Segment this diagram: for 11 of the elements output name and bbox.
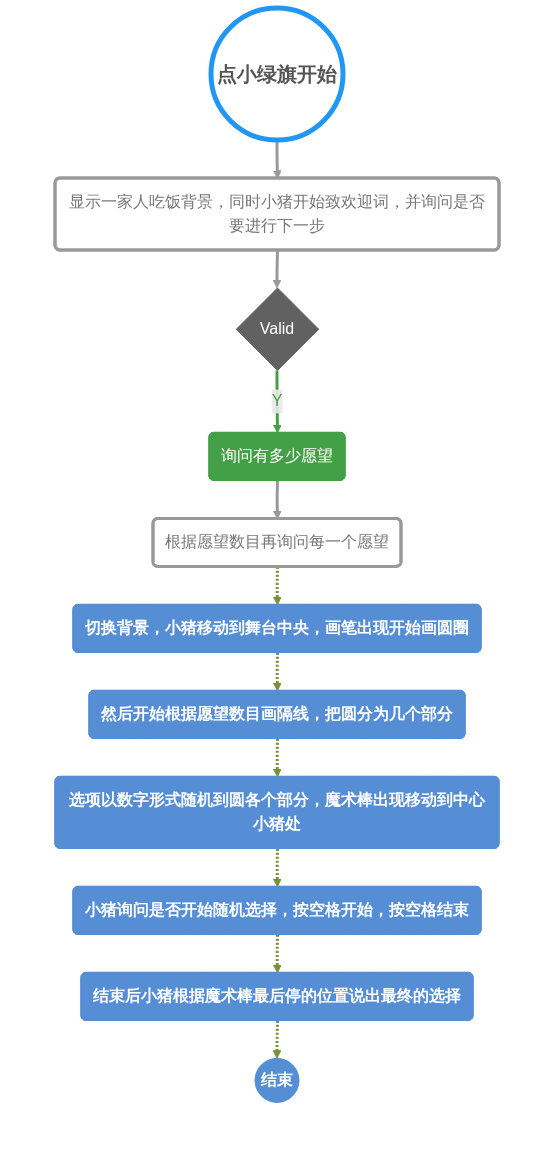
node-circle: 点小绿旗开始 [208,5,346,143]
arrow [272,848,282,888]
arrow [272,738,282,778]
arrow [272,652,282,692]
arrow [272,140,282,179]
edge-label: Y [271,392,283,410]
node-diamond: Valid [235,287,320,371]
arrow [272,934,282,974]
node-circle: 结束 [254,1057,300,1103]
arrow [272,250,282,289]
arrow [272,1020,282,1059]
